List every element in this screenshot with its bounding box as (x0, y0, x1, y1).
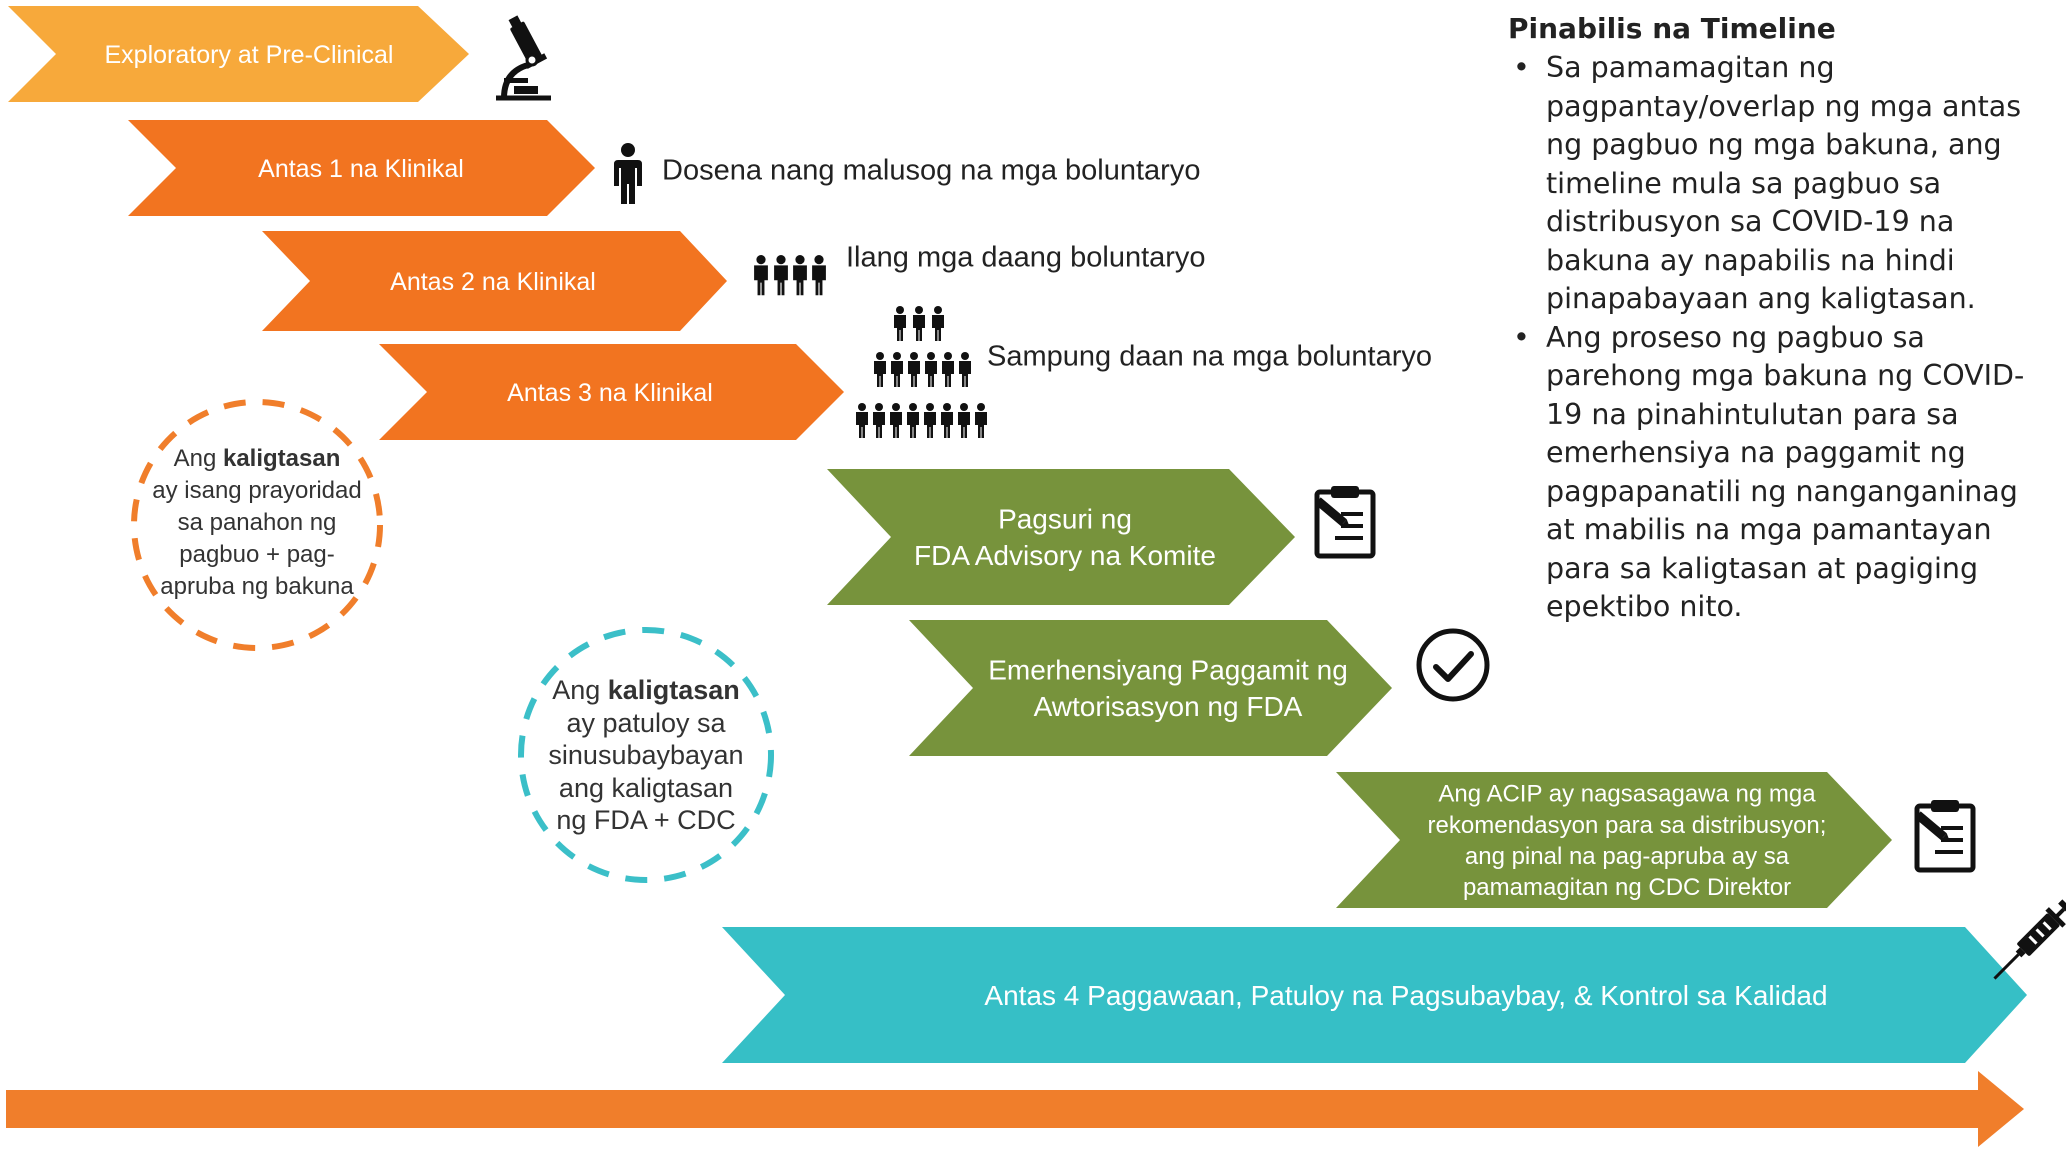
chevron-label-line: Emerhensiyang Paggamit ng (988, 655, 1348, 686)
person-figure-head (977, 403, 985, 411)
person-figure-body (774, 265, 788, 296)
person-figure-body (907, 412, 919, 438)
microscope-icon (496, 15, 551, 101)
volunteers-phase1: Dosena nang malusog na mga boluntaryo (662, 155, 1200, 187)
person-figure-body (754, 265, 768, 296)
accelerated-timeline-panel: Pinabilis na Timeline Sa pamamagitan ng … (1508, 12, 2028, 627)
chevron-eua (909, 620, 1392, 756)
volunteers-phase2: Ilang mga daang boluntaryo (846, 242, 1206, 274)
person-figure-head (756, 255, 766, 265)
chevron-label-line: pamamagitan ng CDC Direktor (1463, 874, 1791, 901)
person-figure-head (896, 306, 904, 314)
timeline-bullets: Sa pamamagitan ng pagpantay/overlap ng m… (1508, 49, 2028, 627)
person-figure-head (776, 255, 786, 265)
person-figure-body (958, 412, 970, 438)
person-figure-head (893, 352, 901, 360)
chevron-phase1 (128, 120, 595, 216)
chevron-phase2 (262, 231, 727, 331)
person-figure-body (932, 315, 944, 341)
chevron-label-line: Exploratory at Pre-Clinical (105, 41, 394, 69)
person-figure-body (975, 412, 987, 438)
safety-keyword: kaligtasan (607, 675, 740, 705)
person-figure-head (876, 352, 884, 360)
chevron-label-line: ang pinal na pag-apruba ay sa (1465, 843, 1790, 870)
person-figure-body (793, 265, 807, 296)
person-figure-head (926, 403, 934, 411)
safety-priority-circle (131, 399, 383, 651)
person-figure-head (795, 255, 805, 265)
person-figure-body (874, 361, 886, 387)
person-figure-head (927, 352, 935, 360)
chevron-exploratory (8, 6, 469, 102)
chevron-phase3 (379, 344, 844, 440)
person-figure-head (909, 403, 917, 411)
person-figure-body (924, 412, 936, 438)
label-fda-review: Pagsuri ng FDA Advisory na Komite (914, 504, 1216, 571)
label-phase3: Antas 3 na Klinikal (507, 379, 713, 407)
safety-keyword: kaligtasan (222, 445, 341, 472)
timeline-title: Pinabilis na Timeline (1508, 12, 1836, 45)
person-figure-body (812, 265, 826, 296)
person-figure-body (942, 361, 954, 387)
chevron-label-line: Antas 3 na Klinikal (507, 379, 713, 407)
label-phase4: Antas 4 Paggawaan, Patuloy na Pagsubayba… (984, 980, 1827, 1011)
checkmark-circle-icon (1416, 628, 1490, 702)
person-figure-head (915, 306, 923, 314)
crowd-icon (856, 306, 987, 438)
person-figure-head (960, 403, 968, 411)
chevron-label-line: Awtorisasyon ng FDA (1034, 691, 1303, 722)
person-figure-body (925, 361, 937, 387)
person-figure-body (941, 412, 953, 438)
timeline-bullet: Sa pamamagitan ng pagpantay/overlap ng m… (1513, 49, 2028, 319)
person-figure-head (910, 352, 918, 360)
chevron-label-line: Antas 1 na Klinikal (258, 155, 464, 183)
person-figure-body (890, 412, 902, 438)
timeline-arrow (6, 1071, 2024, 1147)
safety-monitoring-text: Ang kaligtasan ay patuloy sa sinusubayba… (548, 675, 744, 835)
chevron-label-line: Ang ACIP ay nagsasagawa ng mga (1438, 781, 1816, 808)
label-exploratory: Exploratory at Pre-Clinical (105, 41, 394, 69)
person-figure-body (908, 361, 920, 387)
person-icon (614, 143, 642, 204)
safety-priority-text: Ang kaligtasan ay isang prayoridad sa pa… (152, 445, 362, 600)
person-figure-head (892, 403, 900, 411)
person-figure-body (894, 315, 906, 341)
person-figure-body (959, 361, 971, 387)
safety-monitoring-circle (518, 627, 774, 883)
clipboard-icon (1914, 800, 1976, 873)
label-phase2: Antas 2 na Klinikal (390, 268, 596, 296)
label-eua: Emerhensiyang Paggamit ng Awtorisasyon ng… (988, 655, 1348, 722)
label-phase1: Antas 1 na Klinikal (258, 155, 464, 183)
group-icon (754, 255, 826, 296)
person-figure-head (961, 352, 969, 360)
timeline-bullet: Ang proseso ng pagbuo sa parehong mga ba… (1513, 319, 2028, 627)
person-figure-body (891, 361, 903, 387)
syringe-icon (1993, 899, 2066, 980)
chevron-label-line: Pagsuri ng (998, 504, 1132, 535)
person-figure-head (858, 403, 866, 411)
person-figure-head (934, 306, 942, 314)
chevron-label-line: rekomendasyon para sa distribusyon; (1428, 812, 1827, 839)
chevron-label-line: FDA Advisory na Komite (914, 540, 1216, 571)
chevron-phase4 (722, 927, 2027, 1063)
chevron-label-line: Antas 2 na Klinikal (390, 268, 596, 296)
chevron-label-line: Antas 4 Paggawaan, Patuloy na Pagsubayba… (984, 980, 1827, 1011)
person-figure-head (943, 403, 951, 411)
person-figure-head (944, 352, 952, 360)
person-figure-head (814, 255, 824, 265)
person-figure-body (856, 412, 868, 438)
clipboard-icon (1314, 486, 1376, 559)
person-figure-head (875, 403, 883, 411)
person-figure-body (873, 412, 885, 438)
person-figure-body (913, 315, 925, 341)
chevron-fda-review (827, 469, 1295, 605)
label-acip: Ang ACIP ay nagsasagawa ng mga rekomendas… (1428, 781, 1827, 902)
chevron-acip (1336, 772, 1892, 908)
volunteers-phase3: Sampung daan na mga boluntaryo (987, 341, 1432, 373)
